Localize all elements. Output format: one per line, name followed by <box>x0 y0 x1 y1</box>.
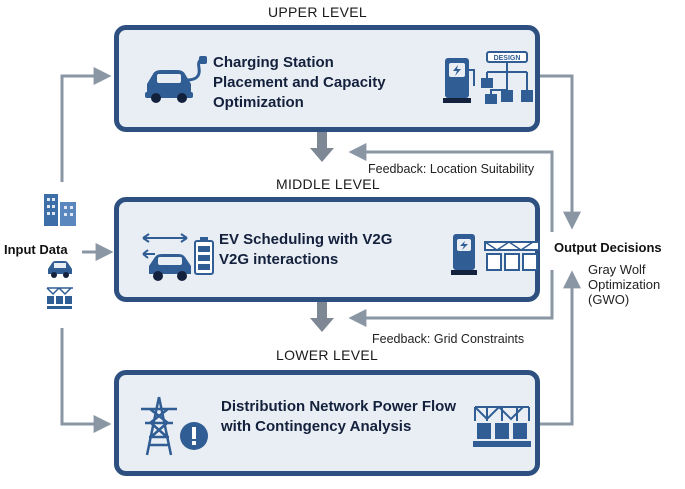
warning-icon <box>180 422 208 450</box>
buildings-icon <box>44 194 76 226</box>
ev-car-icon <box>149 254 191 281</box>
lower-level-box: Distribution Network Power Flow with Con… <box>114 370 540 476</box>
feedback-grid-label: Feedback: Grid Constraints <box>372 332 525 346</box>
middle-level-box: EV Scheduling with V2G V2G interactions <box>114 197 540 302</box>
input-data-label: Input Data <box>4 242 68 257</box>
battery-icon <box>194 237 214 275</box>
upper-level-box: Charging Station Placement and Capacity … <box>114 25 540 132</box>
car-charging-icon <box>145 56 207 103</box>
substation-icon <box>473 405 531 447</box>
lower-level-title: Distribution Network Power Flow with Con… <box>221 398 457 435</box>
middle-level-title: EV Scheduling with V2G V2G interactions <box>219 231 393 268</box>
car-icon <box>48 261 72 278</box>
arrow-feedback-location <box>348 143 554 232</box>
feedback-location-label: Feedback: Location Suitability <box>368 162 535 176</box>
gwo-method-label: Gray Wolf Optimization (GWO) <box>588 262 661 307</box>
network-hierarchy-icon: DESIGN <box>481 51 533 104</box>
charging-station-icon <box>443 58 475 103</box>
arrow-upper-to-output <box>540 74 581 230</box>
lower-level-label: LOWER LEVEL <box>276 347 379 363</box>
ev-charger-icon <box>451 234 477 275</box>
upper-level-title: Charging Station Placement and Capacity … <box>213 54 386 111</box>
output-decisions-label: Output Decisions <box>554 240 662 255</box>
upper-level-label: UPPER LEVEL <box>268 4 368 20</box>
grid-icon <box>46 286 73 309</box>
arrow-middle-to-lower <box>310 302 334 332</box>
arrow-feedback-grid <box>348 270 554 327</box>
arrow-input-to-lower <box>60 328 112 433</box>
bidirectional-arrows-icon <box>142 233 188 259</box>
arrow-input-to-upper <box>60 67 112 182</box>
middle-level-label: MIDDLE LEVEL <box>276 176 380 192</box>
arrow-lower-to-output <box>540 270 581 426</box>
battery-rack-icon <box>484 241 540 271</box>
transmission-tower-icon <box>141 396 177 456</box>
design-sign-text: DESIGN <box>494 55 521 62</box>
arrow-upper-to-middle <box>310 132 334 162</box>
